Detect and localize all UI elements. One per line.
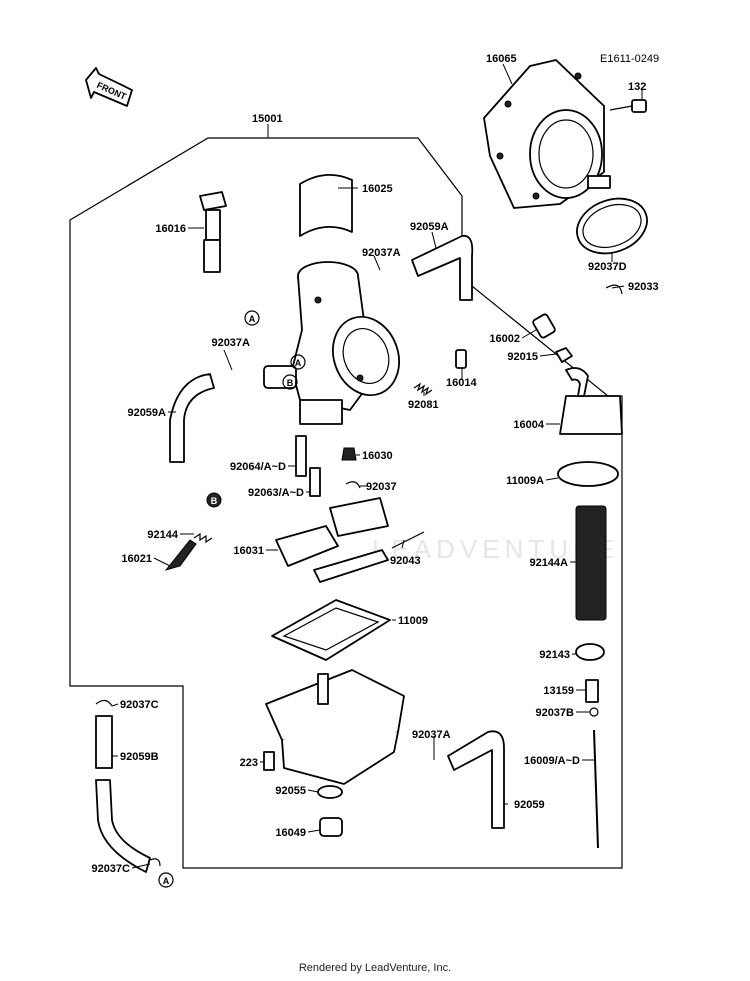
svg-text:B: B xyxy=(211,496,218,506)
label-92033: 92033 xyxy=(628,281,659,293)
label-16065: 16065 xyxy=(486,53,517,65)
screw-16021 xyxy=(164,539,197,571)
label-13159: 13159 xyxy=(543,685,574,697)
jet-92064 xyxy=(295,435,307,477)
o-ring-92055 xyxy=(317,785,343,799)
label-92055: 92055 xyxy=(275,785,306,797)
cap-16004 xyxy=(559,367,623,435)
watermark: LEADVENTURE xyxy=(372,534,619,564)
screw-132 xyxy=(609,99,647,113)
label-92059B: 92059B xyxy=(120,751,159,763)
clip-92037 xyxy=(345,481,361,489)
hose-92059 xyxy=(447,730,505,829)
clamp-92037D xyxy=(576,175,648,255)
label-16009: 16009/A~D xyxy=(524,755,580,767)
label-92064: 92064/A~D xyxy=(230,461,286,473)
gasket-11009 xyxy=(271,599,391,661)
jet-92063 xyxy=(309,467,321,497)
label-11009A: 11009A xyxy=(506,475,544,487)
label-16031: 16031 xyxy=(233,545,264,557)
label-92037C-bottom: 92037C xyxy=(91,863,130,875)
label-16016: 16016 xyxy=(155,223,186,235)
throttle-adjuster-16016 xyxy=(199,191,227,273)
plug-16049 xyxy=(319,817,343,837)
clip-92037B xyxy=(589,707,599,717)
clip-92037C-top xyxy=(95,699,113,707)
spring-92081 xyxy=(413,382,433,396)
label-16014: 16014 xyxy=(446,377,477,389)
svg-text:B: B xyxy=(287,378,294,388)
footer-credit: Rendered by LeadVenture, Inc. xyxy=(298,962,452,974)
svg-text:A: A xyxy=(295,358,302,368)
label-132: 132 xyxy=(628,81,646,93)
label-92059A-top: 92059A xyxy=(410,221,449,233)
fitting-13159 xyxy=(585,679,599,703)
label-92043: 92043 xyxy=(390,555,421,567)
callout-a-top: A xyxy=(244,310,260,326)
label-92037D: 92037D xyxy=(588,261,627,273)
callout-b-spring: B xyxy=(206,492,222,508)
diagram-code: E1611-0249 xyxy=(600,53,659,65)
label-92063: 92063/A~D xyxy=(248,487,304,499)
label-92015: 92015 xyxy=(507,351,538,363)
fitting-16002 xyxy=(532,313,556,339)
hose-lower-curve xyxy=(95,779,151,873)
label-92143: 92143 xyxy=(539,649,570,661)
svg-text:A: A xyxy=(249,314,256,324)
label-16049: 16049 xyxy=(275,827,306,839)
hose-92059A-left xyxy=(169,373,215,463)
label-16002: 16002 xyxy=(489,333,520,345)
label-16004: 16004 xyxy=(513,419,544,431)
clip-92037C-bottom xyxy=(149,858,161,867)
cover-16025 xyxy=(299,174,353,237)
pilot-screw-16014 xyxy=(455,349,467,369)
label-223: 223 xyxy=(240,757,258,769)
intake-boot-16065 xyxy=(483,59,605,209)
o-ring-11009A xyxy=(557,461,619,487)
screw-223 xyxy=(263,751,275,771)
callout-a-bottom: A xyxy=(158,872,174,888)
label-92059A-left: 92059A xyxy=(127,407,166,419)
leader-lines xyxy=(111,63,643,869)
label-92037: 92037 xyxy=(366,481,397,493)
label-92037C-top: 92037C xyxy=(120,699,159,711)
svg-text:A: A xyxy=(163,876,170,886)
clip-92033 xyxy=(605,284,623,295)
nut-92015 xyxy=(555,347,573,363)
label-15001: 15001 xyxy=(252,113,283,125)
hose-92059A-top xyxy=(411,234,474,301)
label-92144: 92144 xyxy=(147,529,178,541)
label-92037A-top: 92037A xyxy=(362,247,401,259)
needle-16009 xyxy=(593,729,599,849)
label-92059: 92059 xyxy=(514,799,545,811)
float-16031 xyxy=(275,497,389,583)
label-92081: 92081 xyxy=(408,399,439,411)
needle-jet-16030 xyxy=(341,447,357,461)
label-92037A-bottom: 92037A xyxy=(412,729,451,741)
label-16025: 16025 xyxy=(362,183,393,195)
label-11009: 11009 xyxy=(398,615,428,627)
callout-a-body: A xyxy=(290,354,306,370)
label-92037B: 92037B xyxy=(535,707,574,719)
float-bowl xyxy=(265,669,405,785)
label-92144A: 92144A xyxy=(529,557,568,569)
spring-92144A xyxy=(575,505,607,621)
spring-92144 xyxy=(193,532,213,544)
part-labels: 15001 16065 132 16025 16016 92037A 92059… xyxy=(91,53,658,875)
pin-92043 xyxy=(391,531,425,549)
washer-92143 xyxy=(575,643,605,661)
hose-92059B xyxy=(95,715,113,769)
carburetor-body xyxy=(263,261,400,425)
label-92037A-mid: 92037A xyxy=(211,337,250,349)
label-16030: 16030 xyxy=(362,450,393,462)
callout-b-body: B xyxy=(282,374,298,390)
label-16021: 16021 xyxy=(121,553,152,565)
front-arrow-icon: FRONT xyxy=(85,67,133,107)
